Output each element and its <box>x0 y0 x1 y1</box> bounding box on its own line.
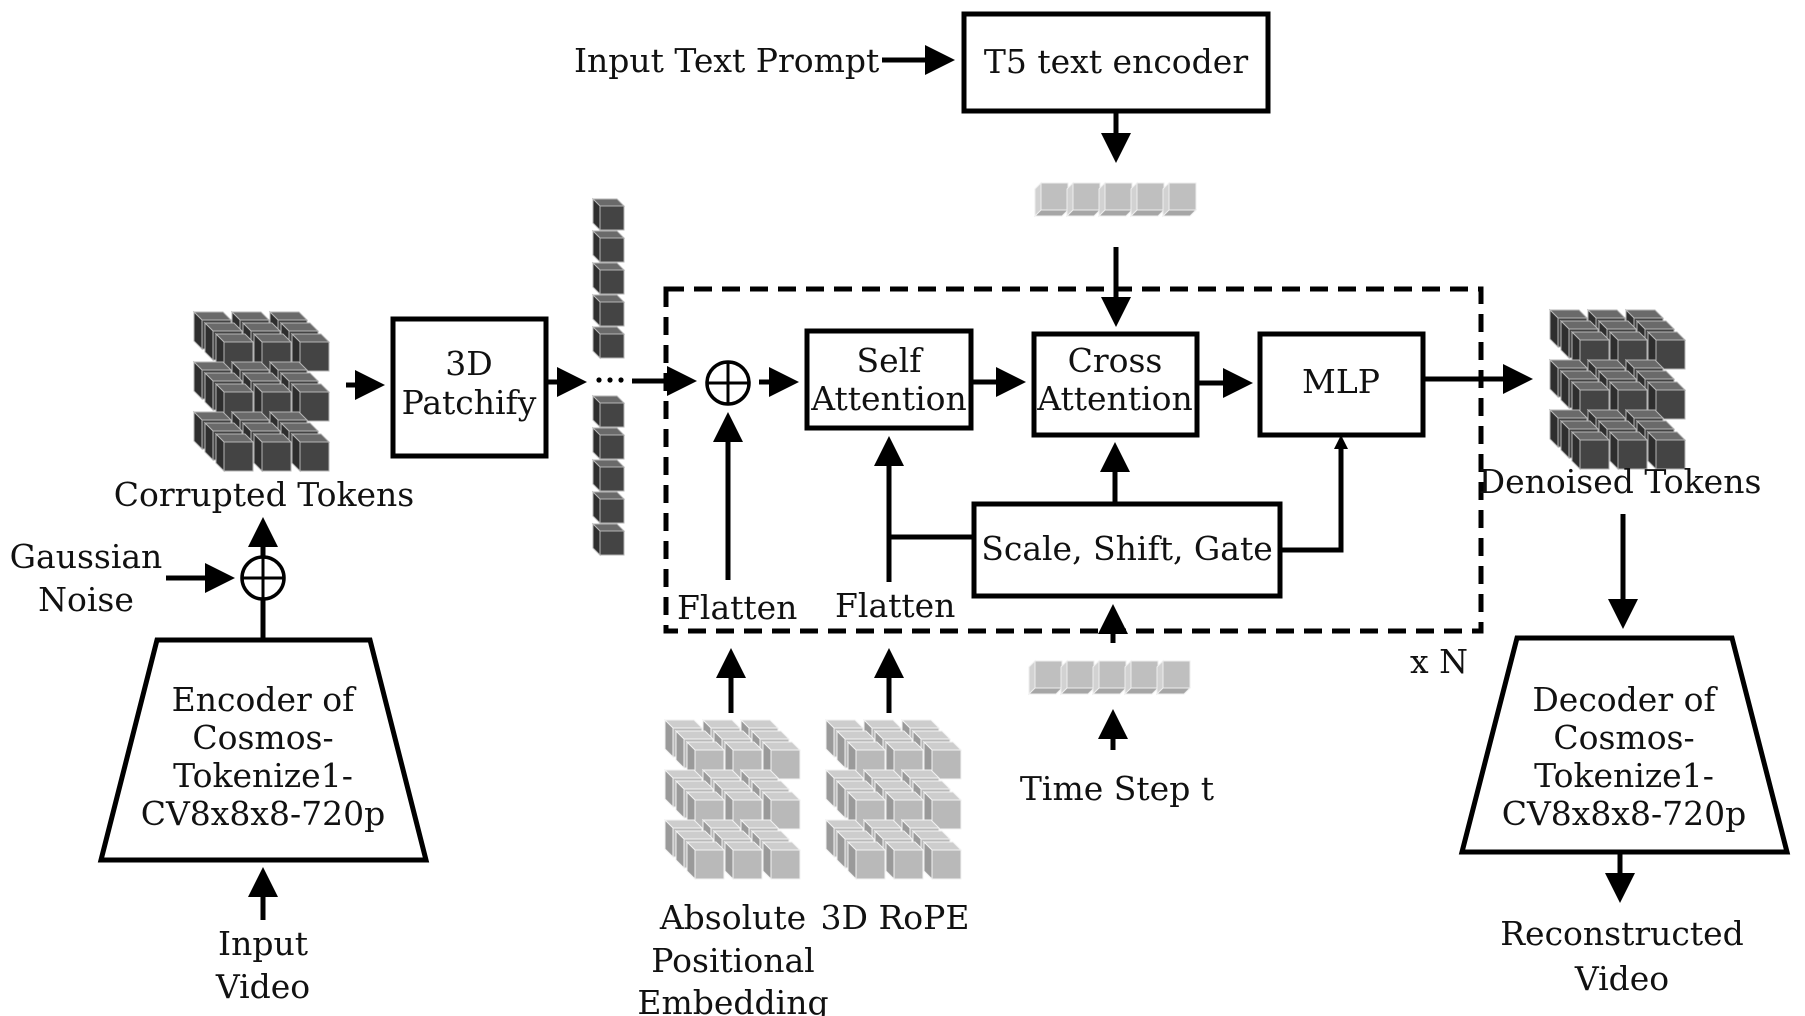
encoder-label-line2: Cosmos- <box>192 718 333 757</box>
abs-pe-label-line2: Positional <box>651 941 814 980</box>
self-attention-label-line2: Attention <box>810 379 967 418</box>
token-cube <box>922 740 963 781</box>
token-cube <box>884 840 925 881</box>
token-cube <box>1059 659 1096 696</box>
decoder-trapezoid[interactable]: Decoder of Cosmos- Tokenize1- CV8x8x8-72… <box>1458 635 1791 855</box>
cross-attention-box[interactable]: Cross Attention <box>1031 331 1200 438</box>
flatten-label-2: Flatten <box>835 586 955 625</box>
denoised-tokens-cubes <box>1548 308 1687 471</box>
token-cube <box>1570 430 1611 471</box>
token-cube <box>290 382 331 423</box>
denoised-tokens-label: Denoised Tokens <box>1479 462 1762 501</box>
token-cube <box>1646 330 1687 371</box>
input-text-prompt-label: Input Text Prompt <box>574 41 879 80</box>
decoder-label-line4: CV8x8x8-720p <box>1502 794 1747 833</box>
token-cube <box>1091 659 1128 696</box>
token-cube <box>1027 659 1064 696</box>
abs-pe-label-line1: Absolute <box>659 898 806 937</box>
text-embedding-tokens <box>1033 181 1198 218</box>
decoder-label-line2: Cosmos- <box>1553 718 1694 757</box>
transformer-block-boundary <box>663 286 1484 634</box>
token-cube <box>591 522 626 557</box>
abs-pe-label-line3: Embedding <box>637 983 828 1016</box>
self-attention-box[interactable]: Self Attention <box>804 328 974 431</box>
encoder-label-line1: Encoder of <box>172 680 357 719</box>
t5-encoder-label: T5 text encoder <box>984 42 1248 81</box>
token-cube <box>591 458 626 493</box>
corrupted-tokens-cubes <box>192 310 331 473</box>
pos-add-operator <box>705 360 751 406</box>
ellipsis-dots <box>596 377 624 383</box>
token-cube <box>1646 380 1687 421</box>
token-cube <box>591 325 626 360</box>
token-cube <box>214 432 255 473</box>
token-cube <box>1033 181 1070 218</box>
token-cube <box>1097 181 1134 218</box>
token-cube <box>761 790 802 831</box>
token-cube <box>1646 430 1687 471</box>
time-embedding-tokens <box>1027 659 1192 696</box>
token-cube <box>1161 181 1198 218</box>
gaussian-noise-label-line2: Noise <box>38 580 134 619</box>
token-cube <box>1065 181 1102 218</box>
token-cube <box>1123 659 1160 696</box>
rope-label: 3D RoPE <box>821 898 970 937</box>
token-cube <box>922 840 963 881</box>
decoder-label-line1: Decoder of <box>1532 680 1718 719</box>
encoder-label-line4: CV8x8x8-720p <box>141 794 386 833</box>
token-cube <box>761 840 802 881</box>
cross-attention-label-line1: Cross <box>1068 341 1163 380</box>
token-cube <box>252 432 293 473</box>
token-cube <box>591 261 626 296</box>
token-cube <box>723 840 764 881</box>
t5-encoder-box[interactable]: T5 text encoder <box>961 11 1271 114</box>
token-cube <box>1129 181 1166 218</box>
reconstructed-video-label-line2: Video <box>1574 959 1669 998</box>
scale-shift-gate-box[interactable]: Scale, Shift, Gate <box>971 501 1283 599</box>
token-cube <box>591 293 626 328</box>
token-cube <box>591 394 626 429</box>
token-cube <box>1608 430 1649 471</box>
mlp-label: MLP <box>1302 362 1380 401</box>
reconstructed-video-label-line1: Reconstructed <box>1500 914 1744 953</box>
input-video-label-line1: Input <box>218 924 308 963</box>
token-cube <box>591 229 626 264</box>
scale-shift-gate-label: Scale, Shift, Gate <box>981 529 1273 568</box>
token-cube <box>1570 330 1611 371</box>
token-cube <box>591 490 626 525</box>
patch-token-column <box>591 197 626 557</box>
token-cube <box>591 197 626 232</box>
repeat-n-label: x N <box>1410 642 1468 681</box>
gaussian-noise-label-line1: Gaussian <box>10 537 163 576</box>
line-modulation-to-mlp <box>1280 447 1344 553</box>
patchify-label-line1: 3D <box>445 344 492 383</box>
patchify-box[interactable]: 3D Patchify <box>390 316 549 459</box>
token-cube <box>591 426 626 461</box>
noise-add-operator <box>240 555 286 601</box>
token-cube <box>846 840 887 881</box>
token-cube <box>1155 659 1192 696</box>
patchify-label-line2: Patchify <box>402 383 537 422</box>
mlp-box[interactable]: MLP <box>1257 331 1426 438</box>
flatten-label-1: Flatten <box>677 588 797 627</box>
cross-attention-label-line2: Attention <box>1036 379 1193 418</box>
token-cube <box>685 840 726 881</box>
arrowhead-mlp <box>1334 435 1348 449</box>
encoder-label-line3: Tokenize1- <box>173 756 353 795</box>
token-cube <box>884 740 925 781</box>
encoder-trapezoid[interactable]: Encoder of Cosmos- Tokenize1- CV8x8x8-72… <box>97 637 430 863</box>
self-attention-label-line1: Self <box>857 341 925 380</box>
decoder-label-line3: Tokenize1- <box>1534 756 1714 795</box>
corrupted-tokens-label: Corrupted Tokens <box>114 475 414 514</box>
rope-cubes <box>824 718 963 881</box>
time-step-label: Time Step t <box>1020 769 1214 808</box>
input-video-label-line2: Video <box>215 967 310 1006</box>
absolute-positional-embedding-cubes <box>663 718 802 881</box>
token-cube <box>290 432 331 473</box>
